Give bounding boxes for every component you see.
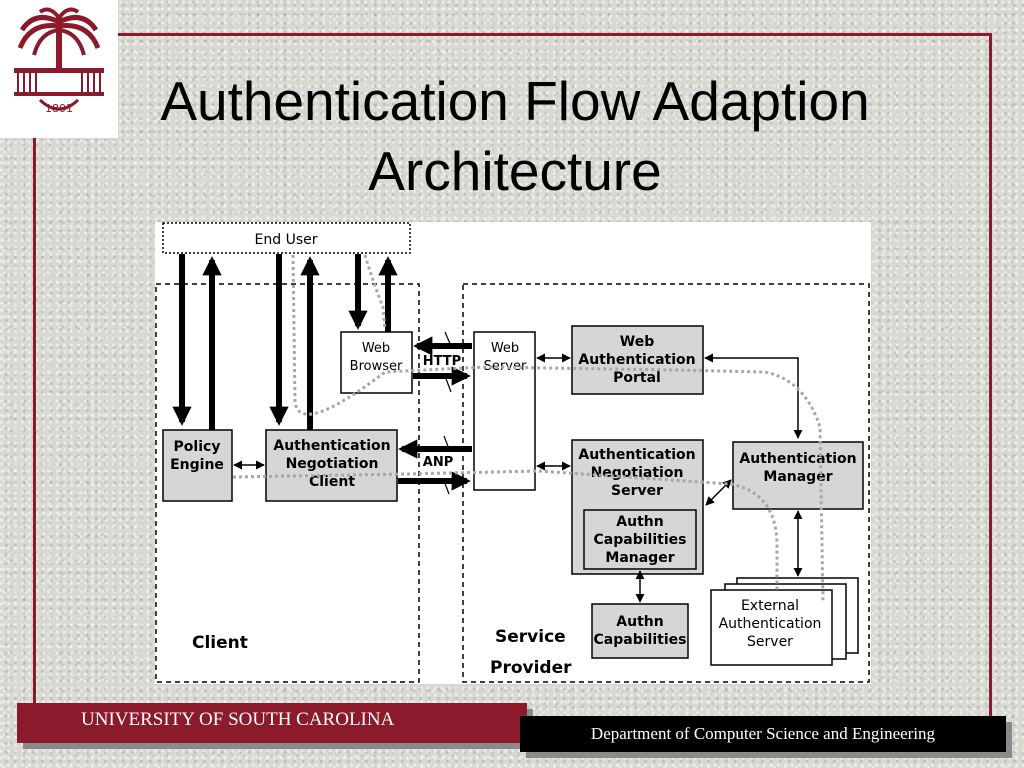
end-user-label: End User [255,232,318,248]
eas-line1: External [741,598,799,614]
wap-line2: Authentication [578,352,695,368]
palmetto-tree-icon: 1801 [14,7,104,115]
frame-top-line [118,33,992,36]
http-label: HTTP [423,354,461,369]
university-footer: UNIVERSITY OF SOUTH CAROLINA [17,703,527,743]
end-user-arrows [172,254,398,430]
web-browser-line2: Browser [350,359,403,374]
policy-engine-box: Policy Engine [162,429,233,502]
acm-line2: Capabilities [594,532,687,548]
eas-line3: Server [747,634,793,650]
ans-line1: Authentication [578,447,695,463]
anp-arrows [398,439,472,491]
http-arrows [413,336,472,386]
logo-year: 1801 [45,102,73,115]
policy-engine-line1: Policy [174,439,221,455]
web-auth-portal-box: Web Authentication Portal [571,325,704,395]
authn-capabilities-box: Authn Capabilities [591,603,689,659]
frame-right-line [989,33,992,723]
slide-title: Authentication Flow Adaption Architectur… [160,70,870,202]
web-browser-box: Web Browser [340,331,413,394]
ans-line3: Server [611,483,663,499]
architecture-diagram: End User Web Browser Policy Engine Authe… [155,222,871,684]
authentication-manager-box: Authentication Manager [732,441,864,510]
web-server-box: Web Server [473,331,536,491]
flow-paths [232,254,825,603]
ac-line2: Capabilities [594,632,687,648]
web-browser-line1: Web [362,341,390,356]
wap-line1: Web [620,334,654,350]
acm-line1: Authn [616,514,663,530]
web-server-line2: Server [484,359,527,374]
web-server-line1: Web [491,341,519,356]
ac-line1: Authn [616,614,663,630]
acm-line3: Manager [605,550,674,566]
authn-capabilities-manager-box: Authn Capabilities Manager [583,509,697,570]
eas-line2: Authentication [719,616,822,632]
provider-label: Provider [490,658,572,678]
ans-line2: Negotiation [591,465,684,481]
university-logo: 1801 [0,0,118,138]
frame-left-line [33,138,36,708]
anp-label: ANP [423,455,453,470]
am-line2: Manager [763,469,832,485]
anc-line2: Negotiation [286,456,379,472]
anc-line1: Authentication [273,438,390,454]
end-user-box: End User [162,222,411,254]
auth-negotiation-client-box: Authentication Negotiation Client [265,429,398,502]
anc-line3: Client [309,474,355,490]
policy-engine-line2: Engine [170,457,224,473]
client-label: Client [192,633,248,653]
service-label: Service [495,627,566,647]
am-line1: Authentication [739,451,856,467]
external-auth-server-stack: External Authentication Server [710,577,859,666]
department-footer: Department of Computer Science and Engin… [520,716,1006,752]
wap-line3: Portal [613,370,661,386]
